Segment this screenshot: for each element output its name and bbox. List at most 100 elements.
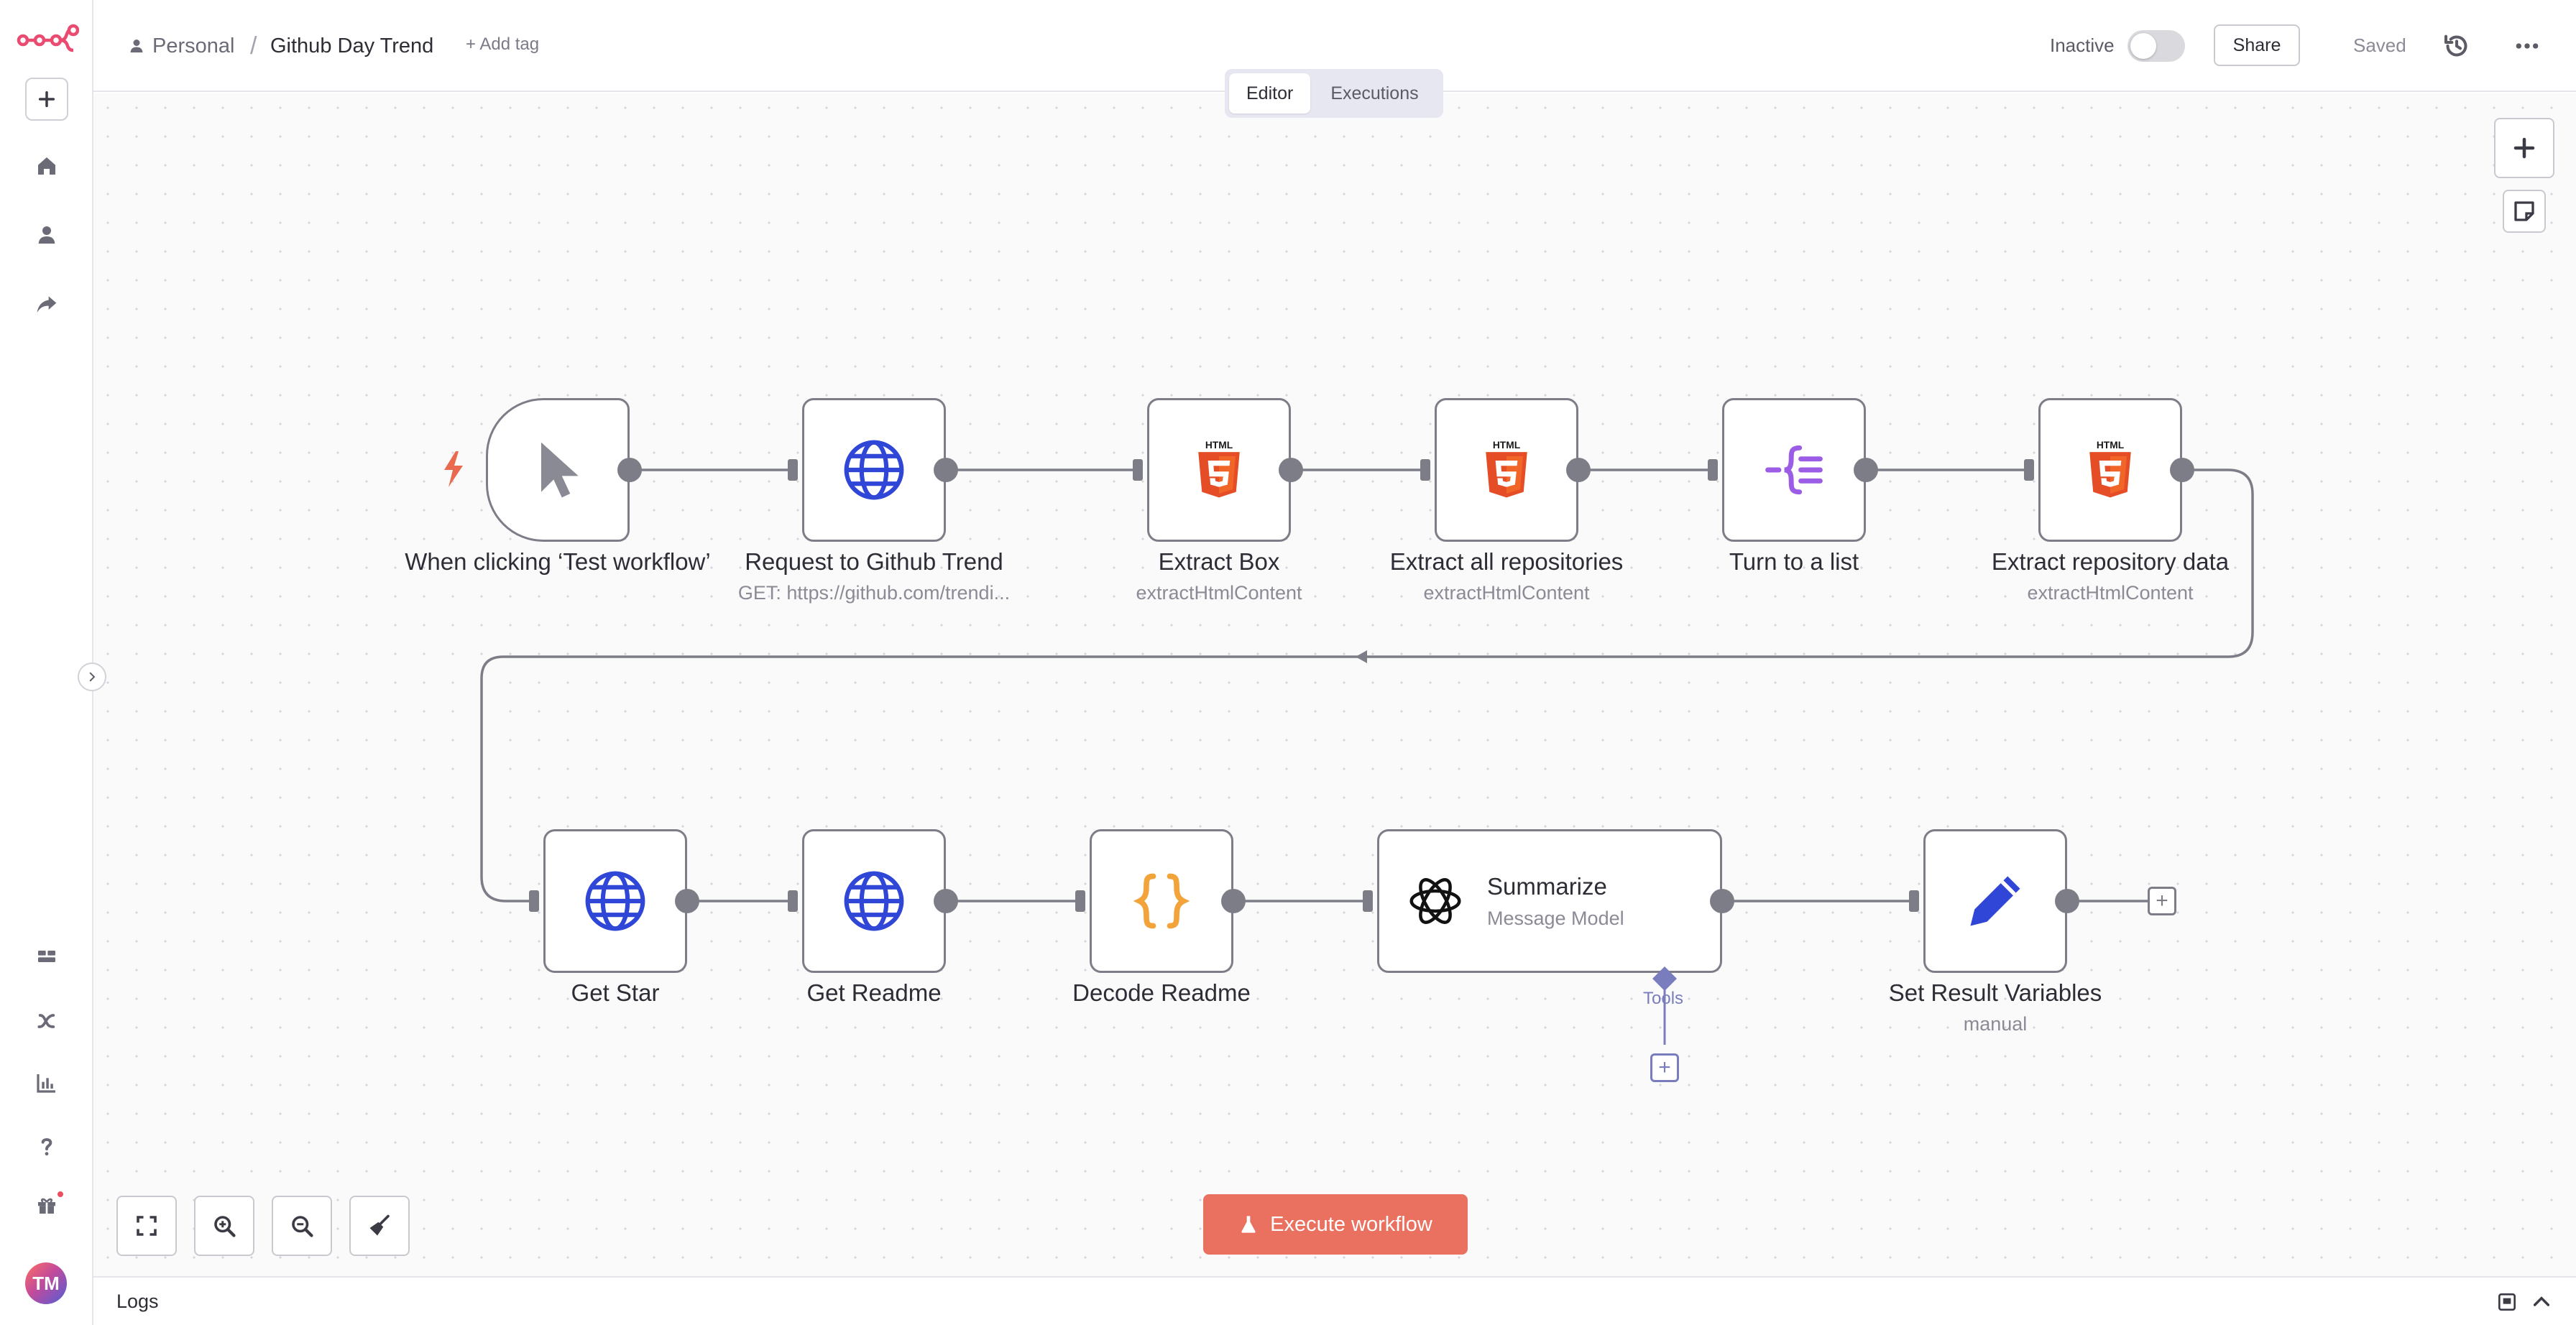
active-toggle[interactable] [2128, 30, 2185, 62]
tab-executions[interactable]: Executions [1330, 83, 1419, 103]
plus-icon [38, 91, 55, 108]
open-nodes-panel-button[interactable] [2494, 118, 2554, 178]
input-handle[interactable] [2024, 459, 2034, 481]
node-decode-readme[interactable] [1090, 829, 1233, 973]
node-set-result-variables[interactable] [1923, 829, 2067, 973]
variable-x-icon [37, 1014, 55, 1028]
user-icon [38, 226, 55, 244]
node-request-github-trend[interactable] [802, 398, 946, 542]
node-extract-repository-data[interactable]: HTML [2038, 398, 2182, 542]
output-handle[interactable] [934, 889, 958, 913]
add-node-button[interactable]: + [2148, 887, 2176, 915]
add-tag-link[interactable]: + Add tag [466, 34, 540, 54]
node-manual-trigger[interactable] [486, 398, 630, 542]
create-button[interactable] [25, 78, 68, 121]
toggle-knob [2130, 33, 2156, 59]
sidebar-item-shared[interactable] [0, 279, 93, 329]
chart-icon [37, 1074, 55, 1093]
user-icon [130, 40, 143, 52]
zoom-to-fit-button[interactable] [116, 1196, 177, 1256]
globe-icon [844, 871, 904, 931]
sidebar-item-whats-new[interactable] [0, 1180, 93, 1230]
node-label: Turn to a list [1729, 548, 1859, 575]
globe-icon [844, 440, 904, 500]
tab-editor[interactable]: Editor [1229, 73, 1311, 114]
html5-icon: HTML [1198, 440, 1240, 498]
output-handle[interactable] [1279, 458, 1303, 482]
output-handle[interactable] [1221, 889, 1246, 913]
chevron-up-icon[interactable] [2530, 1291, 2553, 1314]
html-badge-text: HTML [1493, 440, 1520, 451]
node-subtitle: manual [1963, 1013, 2028, 1035]
add-tool-button[interactable]: + [1650, 1053, 1679, 1082]
node-extract-all-repositories[interactable]: HTML [1435, 398, 1578, 542]
history-icon[interactable] [2442, 32, 2471, 60]
sidebar-item-insights[interactable] [0, 1058, 93, 1108]
sidebar-item-variables[interactable] [0, 996, 93, 1046]
input-handle[interactable] [788, 459, 798, 481]
output-handle[interactable] [1854, 458, 1878, 482]
node-label: Extract repository data [1991, 548, 2230, 575]
node-extract-box[interactable]: HTML [1147, 398, 1291, 542]
node-summarize[interactable]: Summarize Message Model [1377, 829, 1722, 973]
sidebar-item-help[interactable] [0, 1121, 93, 1171]
node-subtitle: GET: https://github.com/trendi... [737, 582, 1011, 604]
node-label: Extract all repositories [1389, 548, 1624, 575]
user-avatar[interactable]: TM [25, 1262, 67, 1304]
view-tabs: Editor Executions [1225, 69, 1443, 118]
left-sidebar: TM [0, 0, 93, 1325]
pop-out-icon[interactable] [2496, 1291, 2518, 1314]
share-button[interactable]: Share [2214, 24, 2300, 66]
input-handle[interactable] [1075, 890, 1085, 912]
expand-sidebar-button[interactable] [78, 662, 106, 691]
node-get-star[interactable] [543, 829, 687, 973]
logs-panel[interactable]: Logs [93, 1276, 2576, 1325]
input-handle[interactable] [1909, 890, 1919, 912]
fit-view-icon [137, 1216, 157, 1236]
workflow-canvas[interactable]: When clicking ‘Test workflow’ Request to… [93, 93, 2576, 1276]
output-handle[interactable] [1710, 889, 1734, 913]
zoom-in-icon [214, 1216, 236, 1237]
node-get-readme[interactable] [802, 829, 946, 973]
n8n-logo-icon[interactable] [16, 22, 80, 53]
more-options-icon[interactable] [2513, 32, 2542, 60]
plus-icon [2513, 137, 2535, 159]
output-handle[interactable] [617, 458, 642, 482]
zoom-out-button[interactable] [272, 1196, 332, 1256]
pencil-icon [1970, 876, 2020, 926]
zoom-in-button[interactable] [194, 1196, 254, 1256]
input-handle[interactable] [1133, 459, 1143, 481]
add-sticky-note-button[interactable] [2503, 190, 2546, 233]
node-turn-to-a-list[interactable] [1722, 398, 1866, 542]
html-badge-text: HTML [1205, 440, 1233, 451]
execute-workflow-label: Execute workflow [1270, 1212, 1432, 1236]
input-handle[interactable] [1420, 459, 1430, 481]
workflow-name[interactable]: Github Day Trend [270, 34, 434, 57]
sidebar-item-templates[interactable] [0, 931, 93, 982]
sticky-note-icon [2514, 201, 2534, 221]
breadcrumb-project[interactable]: Personal [128, 32, 234, 60]
sidebar-item-overview[interactable] [0, 141, 93, 191]
output-handle[interactable] [934, 458, 958, 482]
tools-connector-label: Tools [1643, 989, 1684, 1008]
split-out-icon [1765, 445, 1823, 495]
input-handle[interactable] [1363, 890, 1373, 912]
code-braces-icon [1133, 873, 1190, 929]
input-handle[interactable] [1708, 459, 1718, 481]
node-subtitle: Message Model [1487, 907, 1624, 929]
share-arrow-icon [37, 296, 57, 313]
node-subtitle: extractHtmlContent [2027, 582, 2194, 604]
output-handle[interactable] [1566, 458, 1591, 482]
output-handle[interactable] [2055, 889, 2079, 913]
output-handle[interactable] [2170, 458, 2194, 482]
input-handle[interactable] [529, 890, 539, 912]
sidebar-item-personal[interactable] [0, 210, 93, 260]
node-label: Request to Github Trend [745, 548, 1003, 575]
output-handle[interactable] [675, 889, 699, 913]
node-label: Decode Readme [1072, 979, 1251, 1006]
node-label: Get Readme [806, 979, 942, 1006]
execute-workflow-button[interactable]: Execute workflow [1203, 1194, 1468, 1255]
html5-icon: HTML [2089, 440, 2131, 498]
tidy-up-button[interactable] [349, 1196, 410, 1256]
input-handle[interactable] [788, 890, 798, 912]
